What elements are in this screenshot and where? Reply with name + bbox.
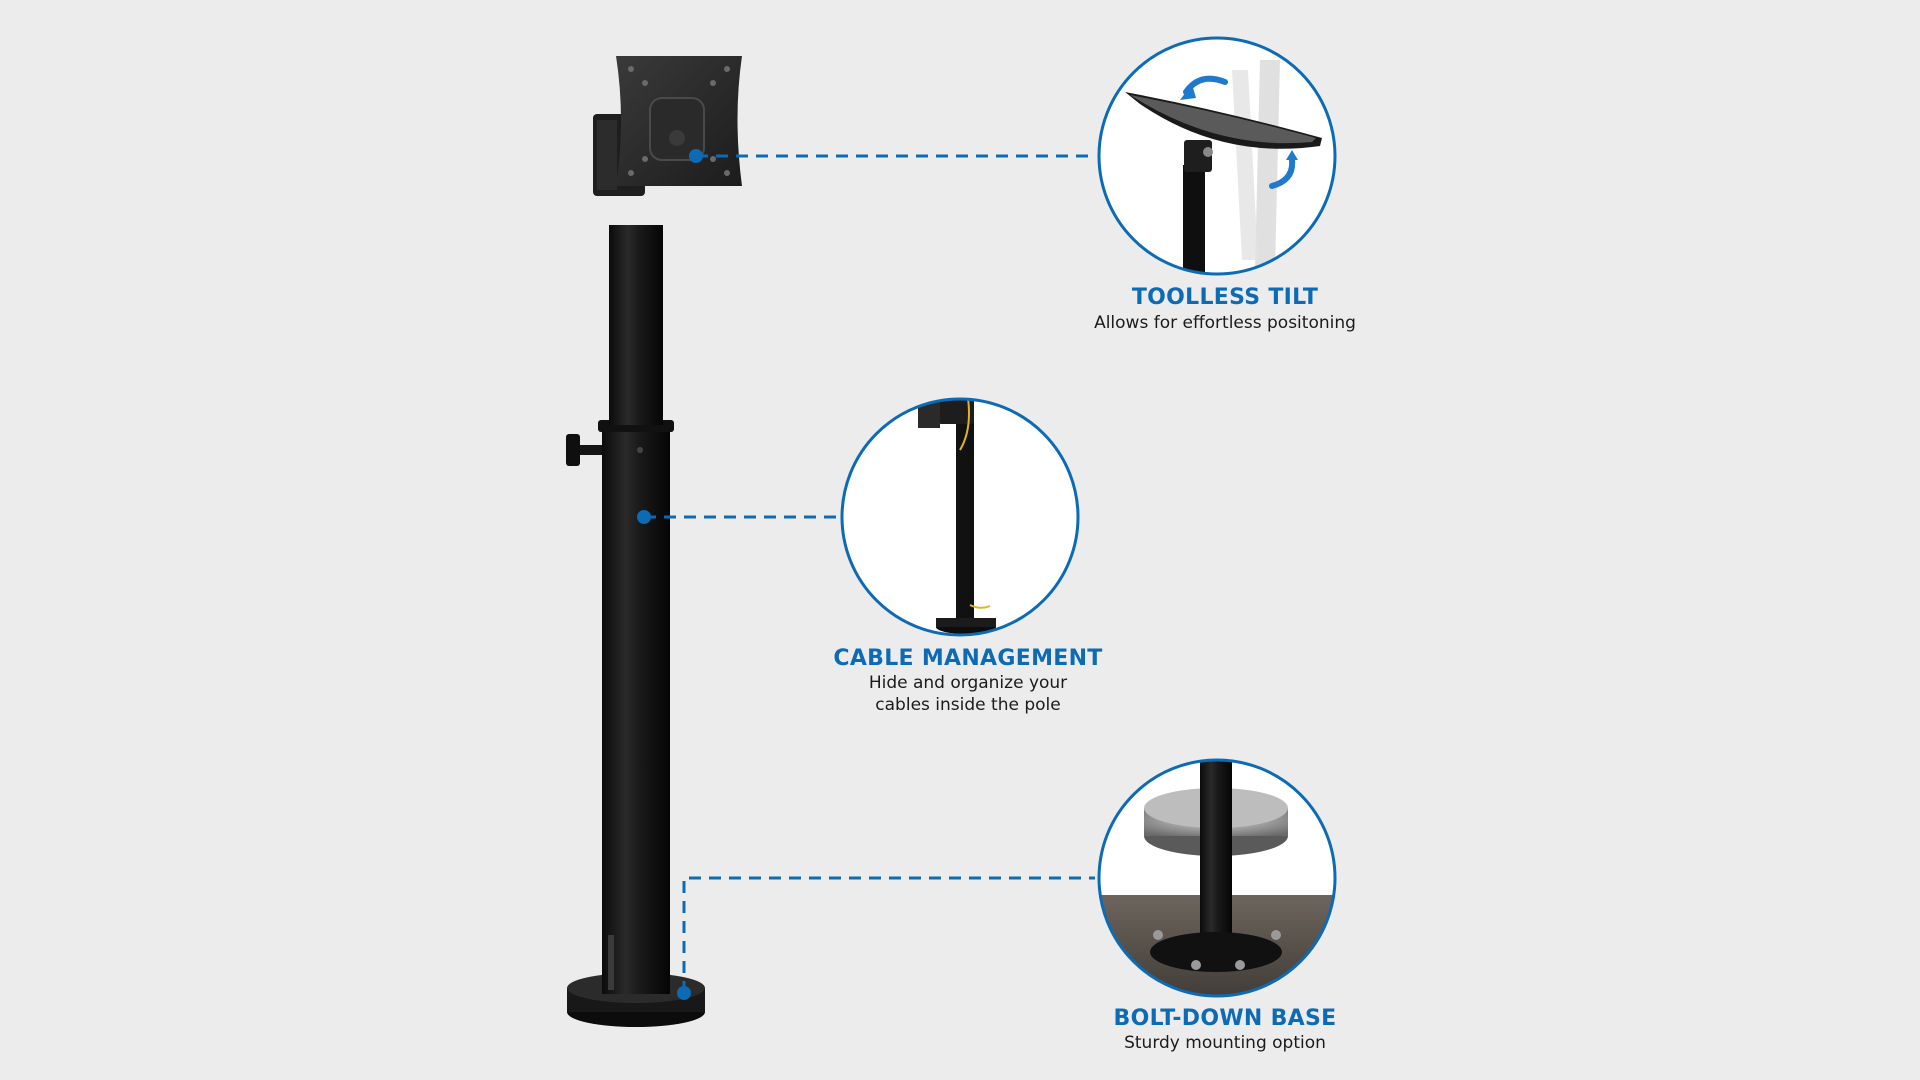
connector-dot-cable: [637, 510, 651, 524]
callout-description-cable-line2: cables inside the pole: [875, 695, 1061, 715]
callout-connectors: [644, 154, 1095, 993]
callout-title-base: BOLT-DOWN BASE: [1113, 1006, 1337, 1031]
connector-dot-base: [677, 986, 691, 1000]
callout-description-cable-line1: Hide and organize your: [868, 673, 1068, 693]
callout-description-tilt: Allows for effortless positoning: [1094, 313, 1356, 333]
callout-title-cable: CABLE MANAGEMENT: [833, 646, 1103, 671]
monitor-tilt-icon: [1097, 36, 1337, 276]
bolt-base-icon: [1097, 758, 1337, 998]
connector-dot-tilt: [689, 149, 703, 163]
cable-pole-icon: [840, 397, 1080, 637]
callout-title-tilt: TOOLLESS TILT: [1131, 285, 1319, 310]
pole-mount-product: [566, 56, 742, 1027]
callout-description-base: Sturdy mounting option: [1124, 1033, 1326, 1053]
